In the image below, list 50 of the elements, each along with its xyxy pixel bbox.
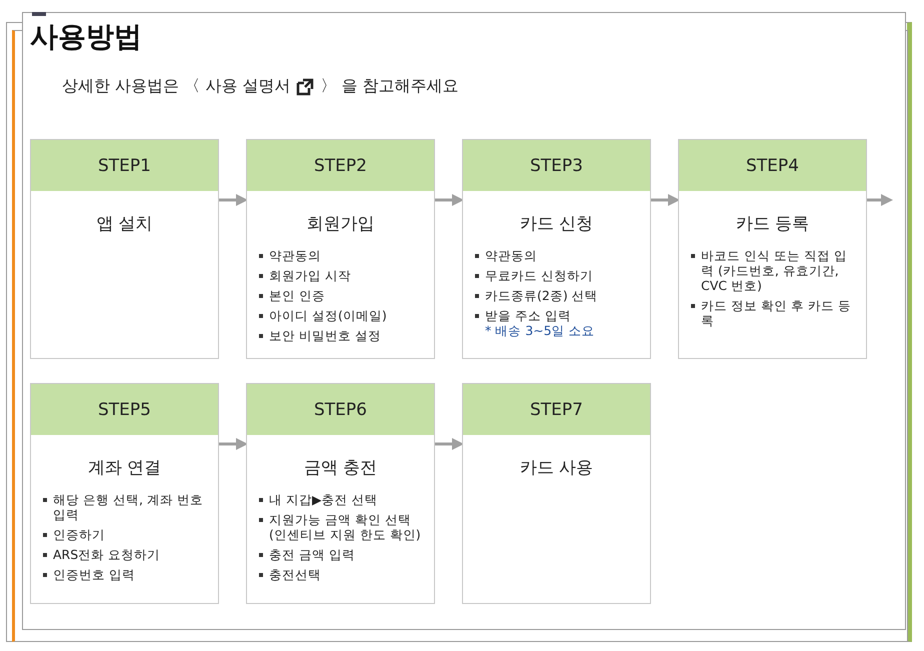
step-title: 카드 신청 <box>518 213 594 235</box>
step-title: 카드 사용 <box>518 457 594 479</box>
bullet-item: 충전선택 <box>257 567 426 582</box>
step-header: STEP6 <box>247 384 434 435</box>
arrow <box>435 438 464 450</box>
bullet-item: 본인 인증 <box>257 288 426 303</box>
bullet-item: ARS전화 요청하기 <box>41 547 210 562</box>
step-title: 카드 등록 <box>734 213 810 235</box>
bullet-item: 약관동의 <box>257 248 426 263</box>
step-header: STEP7 <box>463 384 650 435</box>
page-title: 사용방법 <box>30 19 142 55</box>
step-card <box>30 139 219 359</box>
bullet-item: 받을 주소 입력 <box>473 308 642 323</box>
bullet-item: 카드 정보 확인 후 카드 등록 <box>689 298 858 328</box>
bullet-item: 충전 금액 입력 <box>257 547 426 562</box>
note-text: * 배송 3~5일 소요 <box>485 323 595 340</box>
bullet-item: 약관동의 <box>473 248 642 263</box>
bullet-item: 회원가입 시작 <box>257 268 426 283</box>
step-header: STEP2 <box>247 140 434 191</box>
step-header: STEP1 <box>31 140 218 191</box>
arrow <box>867 194 893 206</box>
bullet-item: 바코드 인식 또는 직접 입력 (카드번호, 유효기간, CVC 번호) <box>689 248 858 293</box>
step-title: 회원가입 <box>306 213 376 235</box>
subtitle-text: 상세한 사용법은 〈 사용 설명서 <box>62 76 290 97</box>
bullet-item: 카드종류(2종) 선택 <box>473 288 642 303</box>
step-header: STEP4 <box>679 140 866 191</box>
arrow <box>435 194 464 206</box>
step-card <box>246 139 435 359</box>
step-header: STEP5 <box>31 384 218 435</box>
bullet-item: 아이디 설정(이메일) <box>257 308 426 323</box>
bullet-item: 지원가능 금액 확인 선택(인센티브 지원 한도 확인) <box>257 512 426 542</box>
step-card <box>462 383 651 604</box>
step-title: 계좌 연결 <box>86 457 162 479</box>
step-card <box>30 383 219 604</box>
bullet-item: 보안 비밀번호 설정 <box>257 328 426 343</box>
step-header: STEP3 <box>463 140 650 191</box>
bullet-item: 내 지갑▶충전 선택 <box>257 492 426 507</box>
step-card <box>246 383 435 604</box>
bullet-item: 인증번호 입력 <box>41 567 210 582</box>
bullet-item: 해당 은행 선택, 계좌 번호 입력 <box>41 492 210 522</box>
bullet-item: 인증하기 <box>41 527 210 542</box>
step-title: 금액 충전 <box>302 457 378 479</box>
bullet-item: 무료카드 신청하기 <box>473 268 642 283</box>
step-card <box>678 139 867 359</box>
step-card <box>462 139 651 359</box>
subtitle-text: 〉 을 참고해주세요 <box>320 76 459 97</box>
arrow <box>219 194 248 206</box>
arrow <box>219 438 248 450</box>
step-title: 앱 설치 <box>95 213 154 235</box>
arrow <box>651 194 680 206</box>
